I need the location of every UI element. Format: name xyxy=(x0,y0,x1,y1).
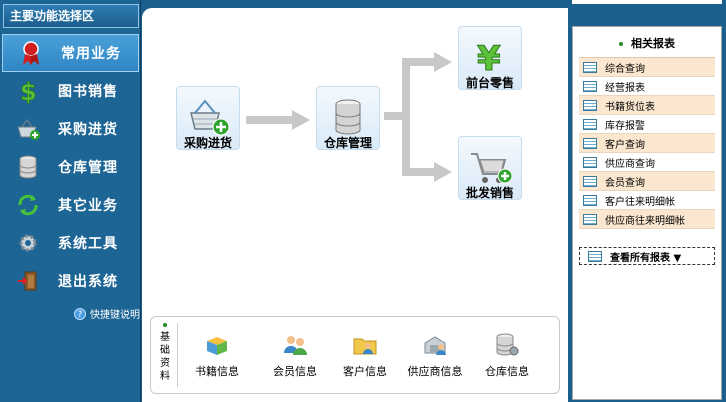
shopping-cart-icon xyxy=(458,136,522,200)
basic-item-label: 仓库信息 xyxy=(485,365,529,378)
award-ribbon-icon xyxy=(11,39,51,67)
sidebar-item-exit[interactable]: 退出系统 xyxy=(0,262,141,300)
basic-item-customers[interactable]: 客户信息 xyxy=(335,331,395,379)
sidebar-item-common[interactable]: 常用业务 xyxy=(2,34,139,72)
report-table-icon xyxy=(583,194,597,206)
report-table-icon xyxy=(583,118,597,130)
help-label: 快捷键说明 xyxy=(90,310,140,321)
sidebar-item-label: 常用业务 xyxy=(61,46,121,62)
flow-node-retail[interactable]: ¥ 前台零售 xyxy=(456,26,524,91)
database-icon xyxy=(8,153,48,181)
sidebar-item-label: 图书销售 xyxy=(58,84,118,100)
basic-item-label: 供应商信息 xyxy=(407,365,463,378)
sidebar-item-book-sales[interactable]: $ 图书销售 xyxy=(0,72,141,110)
reports-box: 相关报表 综合查询 经营报表 书籍货位表 库存报警 客户查询 供应商查询 会员查… xyxy=(572,26,722,400)
sidebar-item-label: 仓库管理 xyxy=(58,160,118,176)
bullet-icon xyxy=(619,42,623,46)
sidebar-item-warehouse[interactable]: 仓库管理 xyxy=(0,148,141,186)
arrow-warehouse-split xyxy=(384,52,452,182)
supplier-icon xyxy=(405,331,465,359)
basic-data-panel: 基础资料 书籍信息 会员信息 客户信息 供应商信息 xyxy=(150,316,560,394)
sidebar-item-label: 其它业务 xyxy=(58,198,118,214)
view-all-reports-button[interactable]: 查看所有报表 ▼ xyxy=(579,247,715,265)
sidebar-item-purchase[interactable]: 采购进货 xyxy=(0,110,141,148)
sidebar-item-label: 系统工具 xyxy=(58,236,118,252)
report-item[interactable]: 客户查询 xyxy=(579,134,715,153)
database-icon xyxy=(316,86,380,150)
flow-label-retail: 前台零售 xyxy=(465,76,514,90)
report-item[interactable]: 会员查询 xyxy=(579,172,715,191)
dollar-icon: $ xyxy=(8,77,48,105)
basic-item-label: 书籍信息 xyxy=(195,365,239,378)
report-table-icon xyxy=(583,213,597,225)
report-table-icon xyxy=(583,99,597,111)
sidebar-nav: 常用业务 $ 图书销售 采购进货 仓库管理 其它业务 xyxy=(0,34,141,300)
basic-item-books[interactable]: 书籍信息 xyxy=(187,331,247,379)
report-item[interactable]: 书籍货位表 xyxy=(579,96,715,115)
svg-text:$: $ xyxy=(20,78,37,104)
flow-label-warehouse: 仓库管理 xyxy=(323,136,372,150)
report-item[interactable]: 供应商查询 xyxy=(579,153,715,172)
flow-label-wholesale: 批发销售 xyxy=(465,186,514,200)
report-item[interactable]: 供应商往来明细帐 xyxy=(579,210,715,229)
exit-door-icon xyxy=(8,267,48,295)
report-table-icon xyxy=(583,137,597,149)
reports-title: 相关报表 xyxy=(579,33,715,55)
reports-panel: 相关报表 综合查询 经营报表 书籍货位表 库存报警 客户查询 供应商查询 会员查… xyxy=(568,8,726,402)
shortcut-help-link[interactable]: ? 快捷键说明 xyxy=(74,306,140,321)
warehouse-database-icon xyxy=(477,331,537,359)
sidebar-item-other[interactable]: 其它业务 xyxy=(0,186,141,224)
basic-item-warehouses[interactable]: 仓库信息 xyxy=(477,331,537,379)
help-icon: ? xyxy=(74,307,86,320)
main-panel: 采购进货 仓库管理 ¥ 前台零售 批发销售 基础资料 书籍信息 xyxy=(142,8,568,402)
purchase-basket-icon xyxy=(8,115,48,143)
members-icon xyxy=(265,331,325,359)
sidebar-title: 主要功能选择区 xyxy=(3,4,139,28)
purchase-basket-icon xyxy=(176,86,240,150)
flow-node-purchase[interactable]: 采购进货 xyxy=(174,86,242,151)
basic-item-suppliers[interactable]: 供应商信息 xyxy=(405,331,465,379)
report-table-icon xyxy=(583,61,597,73)
customer-folder-icon xyxy=(335,331,395,359)
basic-item-label: 会员信息 xyxy=(273,365,317,378)
svg-text:¥: ¥ xyxy=(477,39,501,78)
sidebar: 主要功能选择区 常用业务 $ 图书销售 采购进货 仓库管理 xyxy=(0,0,141,402)
top-edge xyxy=(572,0,722,4)
report-table-icon xyxy=(588,250,602,262)
sidebar-item-label: 退出系统 xyxy=(58,274,118,290)
reports-list: 综合查询 经营报表 书籍货位表 库存报警 客户查询 供应商查询 会员查询 客户往… xyxy=(579,57,715,229)
basic-item-members[interactable]: 会员信息 xyxy=(265,331,325,379)
books-icon xyxy=(187,331,247,359)
gear-icon xyxy=(8,229,48,257)
flow-node-wholesale[interactable]: 批发销售 xyxy=(456,136,524,201)
report-table-icon xyxy=(583,80,597,92)
flow-label-purchase: 采购进货 xyxy=(183,136,232,150)
basic-data-title: 基础资料 xyxy=(157,323,173,383)
report-table-icon xyxy=(583,175,597,187)
yen-icon: ¥ xyxy=(458,26,522,90)
report-item[interactable]: 客户往来明细帐 xyxy=(579,191,715,210)
flow-node-warehouse[interactable]: 仓库管理 xyxy=(314,86,382,151)
report-table-icon xyxy=(583,156,597,168)
sidebar-item-label: 采购进货 xyxy=(58,122,118,138)
bullet-icon xyxy=(163,323,167,327)
divider xyxy=(177,323,178,387)
refresh-arrows-icon xyxy=(8,191,48,219)
report-item[interactable]: 库存报警 xyxy=(579,115,715,134)
arrow-purchase-to-warehouse xyxy=(246,110,310,130)
report-item[interactable]: 综合查询 xyxy=(579,58,715,77)
report-item[interactable]: 经营报表 xyxy=(579,77,715,96)
sidebar-item-tools[interactable]: 系统工具 xyxy=(0,224,141,262)
basic-item-label: 客户信息 xyxy=(343,365,387,378)
